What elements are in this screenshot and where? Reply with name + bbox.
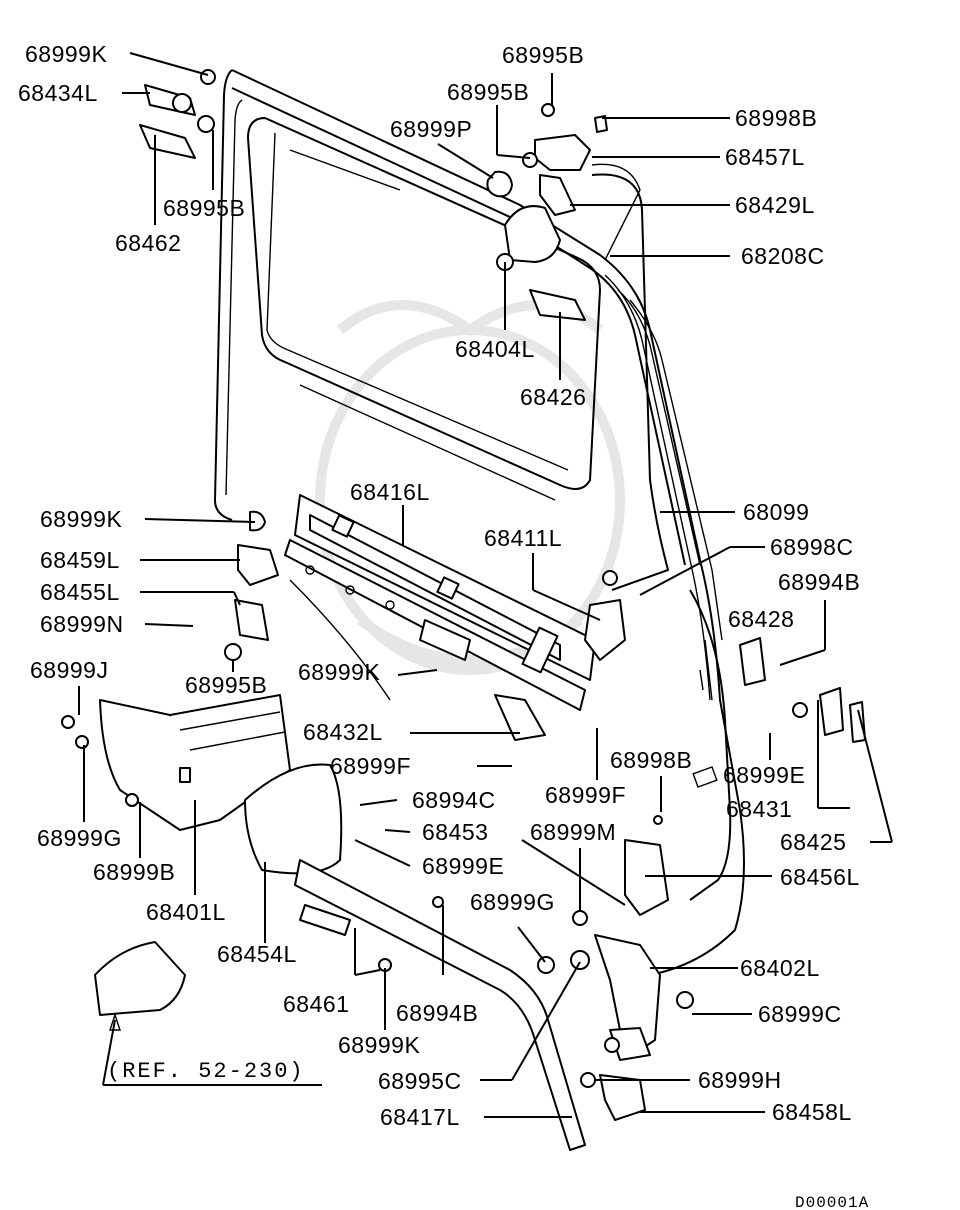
reference-note: (REF. 52-230) xyxy=(107,1059,305,1084)
callout-label: 68995B xyxy=(447,79,529,105)
callout-label: 68099 xyxy=(743,499,809,525)
left-hinge-parts xyxy=(224,510,279,661)
ref-arrow-head xyxy=(109,1012,121,1031)
callout-label: 68995C xyxy=(378,1068,462,1094)
callout-label: 68453 xyxy=(422,819,488,845)
callout-label: 68999E xyxy=(723,762,805,788)
callout-label: 68999G xyxy=(37,825,122,851)
lower-right-hinge xyxy=(572,839,694,1121)
callout-label: 68995B xyxy=(185,672,267,698)
callout-label: 68429L xyxy=(735,192,815,218)
callout-label: 68457L xyxy=(725,144,805,170)
callout-label: 68999H xyxy=(698,1067,782,1093)
callout-label: 68999G xyxy=(470,889,555,915)
right-side-parts xyxy=(602,570,866,825)
callout-label: 68454L xyxy=(217,941,297,967)
upper-latch xyxy=(486,103,641,321)
callout-label: 68428 xyxy=(728,606,794,632)
callout-label: 68455L xyxy=(40,579,120,605)
callout-label: 68417L xyxy=(380,1104,460,1130)
callout-label: 68459L xyxy=(40,547,120,573)
callout-label: 68431 xyxy=(726,796,792,822)
leader-lines xyxy=(78,52,893,1118)
callout-label: 68999J xyxy=(30,657,108,683)
callout-label: 68998B xyxy=(735,105,817,131)
callout-label: 68426 xyxy=(520,384,586,410)
callout-label: 68411L xyxy=(484,525,562,551)
door-frame xyxy=(213,69,745,976)
callout-label: 68998B xyxy=(610,747,692,773)
callout-label: 68432L xyxy=(303,719,383,745)
ref-cover xyxy=(94,941,186,1016)
callout-label: 68462 xyxy=(115,230,181,256)
callout-label: 68999F xyxy=(545,782,626,808)
callout-label: 68994C xyxy=(412,787,496,813)
callout-label: 68208C xyxy=(741,243,825,269)
callout-label: 68999N xyxy=(40,611,124,637)
callout-label: 68458L xyxy=(772,1099,852,1125)
upper-left-parts xyxy=(139,69,216,159)
callout-label: 68994B xyxy=(778,569,860,595)
callout-label: 68402L xyxy=(740,955,820,981)
callout-label: 68999M xyxy=(530,819,616,845)
regulator-assembly xyxy=(284,494,626,741)
callout-label: 68999P xyxy=(390,116,472,142)
hinge-cover xyxy=(244,763,343,875)
callout-label: 68995B xyxy=(163,195,245,221)
callout-label: 68994B xyxy=(396,1000,478,1026)
callout-label: 68999K xyxy=(25,41,107,67)
callout-label: 68461 xyxy=(283,991,349,1017)
callout-label: 68999K xyxy=(338,1032,420,1058)
rod xyxy=(591,173,670,591)
callout-label: 68999B xyxy=(93,859,175,885)
callout-label: 68998C xyxy=(770,534,854,560)
callout-label: 68999E xyxy=(422,853,504,879)
callout-label: 68401L xyxy=(146,899,226,925)
callout-label: 68999F xyxy=(330,753,411,779)
callout-label: 68999K xyxy=(40,506,122,532)
callout-labels: 68999K 68434L 68995B 68462 68995B 68995B… xyxy=(18,41,860,1130)
callout-label: 68416L xyxy=(350,479,430,505)
callout-label: 68404L xyxy=(455,336,535,362)
callout-label: 68999K xyxy=(298,659,380,685)
callout-label: 68456L xyxy=(780,864,860,890)
callout-label: 68425 xyxy=(780,829,846,855)
lower-arm xyxy=(294,859,590,1151)
ref-arrow-line xyxy=(102,1019,116,1086)
callout-label: 68434L xyxy=(18,80,98,106)
callout-label: 68995B xyxy=(502,42,584,68)
drawing-code: D00001A xyxy=(795,1194,869,1210)
callout-label: 68999C xyxy=(758,1001,842,1027)
